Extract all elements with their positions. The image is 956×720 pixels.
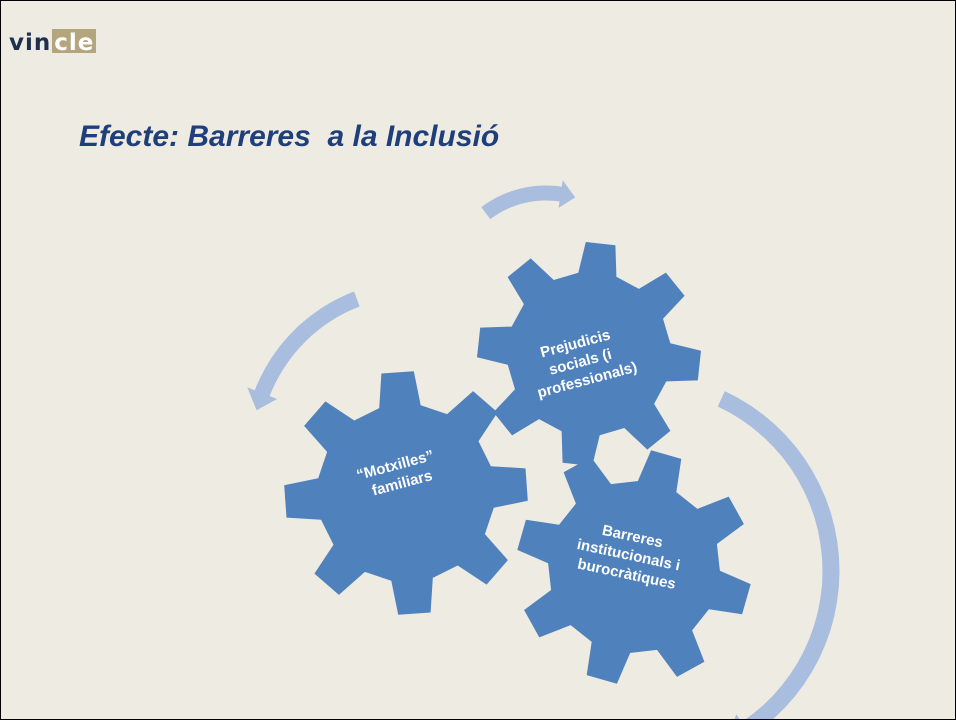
logo-text-vin: vin [9,30,52,56]
curved-arrow-left [247,291,360,411]
gear-shape-prejudicis [477,242,701,466]
curved-arrow-right [717,391,840,719]
gear-shape-motxilles [284,371,528,615]
logo-text-cle: cle [52,29,97,56]
gear-barreres: Barreres institucionals i burocràtiques [517,450,751,684]
gear-prejudicis: Prejudicis socials (i professionals) [477,242,701,466]
slide-title: Efecte: Barreres a la Inclusió [79,120,500,153]
gear-shape-barreres [517,450,751,684]
curved-arrow-top [481,180,576,220]
vincle-logo: vin cle [9,28,97,56]
gear-motxilles: “Motxilles” familiars [284,371,528,615]
